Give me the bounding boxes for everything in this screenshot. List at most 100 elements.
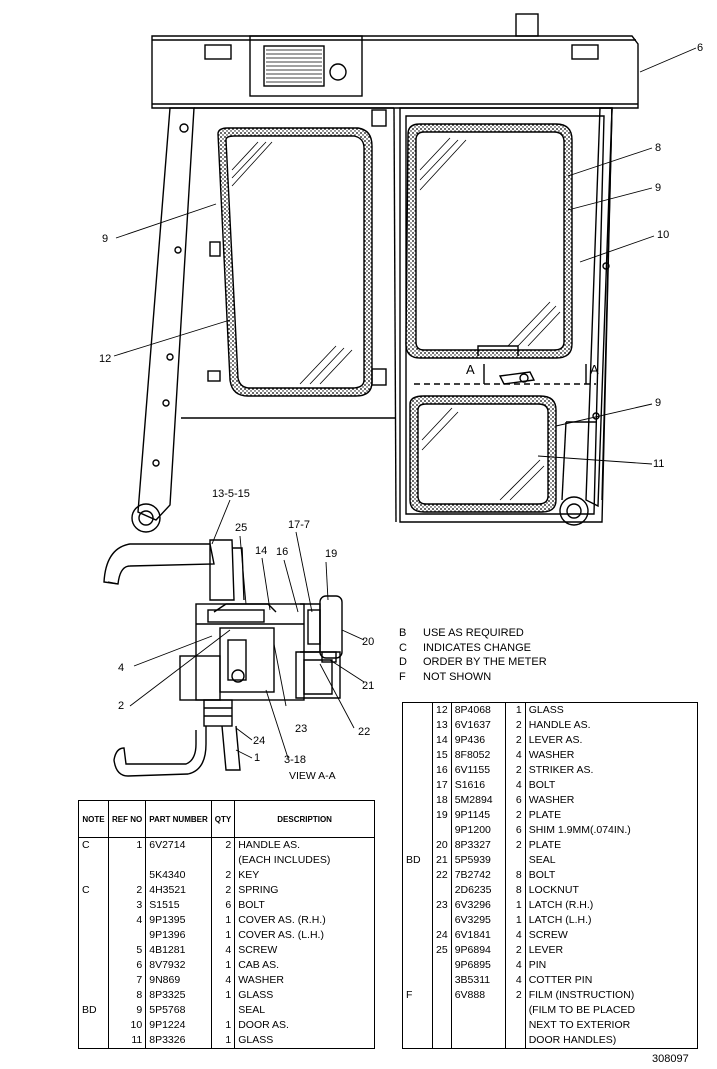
qty-cell: 4: [504, 973, 526, 988]
header-desc: DESCRIPTION: [234, 800, 375, 838]
note-cell: [403, 718, 433, 733]
qty-cell: 1: [210, 913, 235, 928]
note-cell: [403, 1018, 433, 1033]
qty-cell: 6: [210, 898, 235, 913]
note-cell: [79, 1033, 109, 1049]
table-header-row: NOTE REF NO PART NUMBER QTY DESCRIPTION: [78, 800, 375, 838]
note-cell: [79, 928, 109, 943]
description-cell: WASHER: [524, 748, 698, 763]
part-number-cell: 4B1281: [145, 943, 212, 958]
qty-cell: 4: [504, 928, 526, 943]
part-number-cell: 6V1841: [450, 928, 506, 943]
qty-cell: 1: [504, 913, 526, 928]
ref-cell: 14: [432, 733, 452, 748]
header-qty: QTY: [210, 800, 235, 838]
description-cell: BOLT: [524, 868, 698, 883]
ref-cell: [432, 1033, 452, 1049]
callout-4: 4: [118, 662, 125, 674]
table-row: (EACH INCLUDES): [79, 853, 375, 868]
note-cell: [79, 898, 109, 913]
part-number-cell: 9P6894: [450, 943, 506, 958]
description-cell: GLASS: [234, 988, 375, 1003]
ref-cell: 24: [432, 928, 452, 943]
note-cell: [403, 943, 433, 958]
note-cell: [403, 958, 433, 973]
qty-cell: 4: [210, 973, 235, 988]
ref-cell: 18: [432, 793, 452, 808]
note-cell: [79, 943, 109, 958]
description-cell: LEVER AS.: [524, 733, 698, 748]
part-number-cell: [450, 1033, 506, 1049]
part-number-cell: 9N869: [145, 973, 212, 988]
ref-cell: 1: [107, 837, 146, 853]
ref-cell: 25: [432, 943, 452, 958]
ref-cell: [107, 928, 146, 943]
qty-cell: 4: [504, 958, 526, 973]
ref-cell: 7: [107, 973, 146, 988]
description-cell: WASHER: [524, 793, 698, 808]
note-cell: [79, 1018, 109, 1033]
part-number-cell: [450, 1003, 506, 1018]
ref-cell: 6: [107, 958, 146, 973]
note-cell: [79, 988, 109, 1003]
qty-cell: [504, 1018, 526, 1033]
qty-cell: 1: [504, 702, 526, 718]
ref-cell: 10: [107, 1018, 146, 1033]
part-number-cell: [145, 853, 212, 868]
qty-cell: [504, 1003, 526, 1018]
note-cell: [403, 823, 433, 838]
qty-cell: [210, 853, 235, 868]
note-cell: [403, 763, 433, 778]
description-cell: GLASS: [234, 1033, 375, 1049]
ref-cell: 4: [107, 913, 146, 928]
document-number: 308097: [652, 1053, 689, 1065]
qty-cell: 2: [210, 837, 235, 853]
note-cell: F: [406, 989, 413, 1001]
part-number-cell: 5K4340: [145, 868, 212, 883]
part-number-cell: [450, 1018, 506, 1033]
callout-13-5-15: 13-5-15: [212, 488, 250, 500]
note-cell: [403, 883, 433, 898]
note-cell: [403, 838, 433, 853]
note-cell: [403, 868, 433, 883]
part-number-cell: 8P4068: [450, 702, 506, 718]
callout-12: 12: [99, 353, 112, 365]
ref-cell: [107, 868, 146, 883]
callout-19: 19: [325, 548, 338, 560]
description-cell: (FILM TO BE PLACED: [524, 1003, 698, 1018]
description-cell: SCREW: [524, 928, 698, 943]
ref-cell: 20: [432, 838, 452, 853]
description-cell: SPRING: [234, 883, 375, 898]
description-cell: SHIM 1.9MM(.074IN.): [524, 823, 698, 838]
ref-cell: 13: [432, 718, 452, 733]
table-row: NEXT TO EXTERIOR: [403, 1018, 698, 1033]
part-number-cell: 6V888: [450, 988, 506, 1003]
note-cell: [403, 913, 433, 928]
description-cell: COTTER PIN: [524, 973, 698, 988]
qty-cell: 1: [210, 1033, 235, 1049]
callout-9-door: 9: [655, 182, 662, 194]
description-cell: STRIKER AS.: [524, 763, 698, 778]
part-number-cell: 8P3325: [145, 988, 212, 1003]
section-leader-lines: [129, 499, 365, 759]
